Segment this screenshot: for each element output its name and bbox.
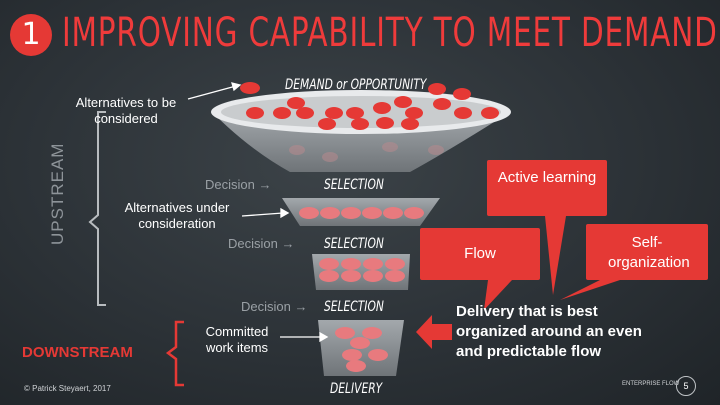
- stage-selection-2: SELECTION: [324, 236, 384, 252]
- upstream-label: UPSTREAM: [48, 142, 67, 245]
- slide-title: IMPROVING CAPABILITY TO MEET DEMAND: [62, 10, 718, 56]
- stage-selection-1: SELECTION: [324, 177, 384, 193]
- funnel-section-2: [282, 198, 440, 226]
- copyright: © Patrick Steyaert, 2017: [24, 384, 111, 393]
- callout-flow: Flow: [420, 228, 540, 280]
- decision-label-3: Decision →: [241, 299, 308, 314]
- callout-active-learning: Active learning: [487, 160, 607, 216]
- upstream-bracket: [88, 111, 106, 306]
- slide-number-badge: 1: [10, 14, 52, 56]
- stage-delivery: DELIVERY: [330, 381, 383, 397]
- demand-dots: [240, 82, 499, 130]
- label-committed: Committed work items: [205, 324, 269, 355]
- decision-label-2: Decision →: [228, 236, 295, 251]
- delivery-statement: Delivery that is best organized around a…: [456, 303, 642, 360]
- stage-selection-3: SELECTION: [324, 299, 384, 315]
- downstream-label: DOWNSTREAM: [22, 344, 133, 361]
- page-number: 5: [676, 376, 696, 396]
- downstream-bracket: [165, 320, 184, 387]
- label-alternatives: Alternatives to be considered: [75, 95, 177, 126]
- decision-label-1: Decision →: [205, 177, 272, 192]
- stage-demand-opportunity: DEMAND or OPPORTUNITY: [285, 77, 427, 93]
- callout-self-organization: Self-organization: [586, 224, 708, 280]
- delivery-arrow: [416, 315, 452, 349]
- label-under-consideration: Alternatives under consideration: [124, 200, 230, 231]
- brand-logo: ENTERPRISE FLOW: [622, 381, 680, 387]
